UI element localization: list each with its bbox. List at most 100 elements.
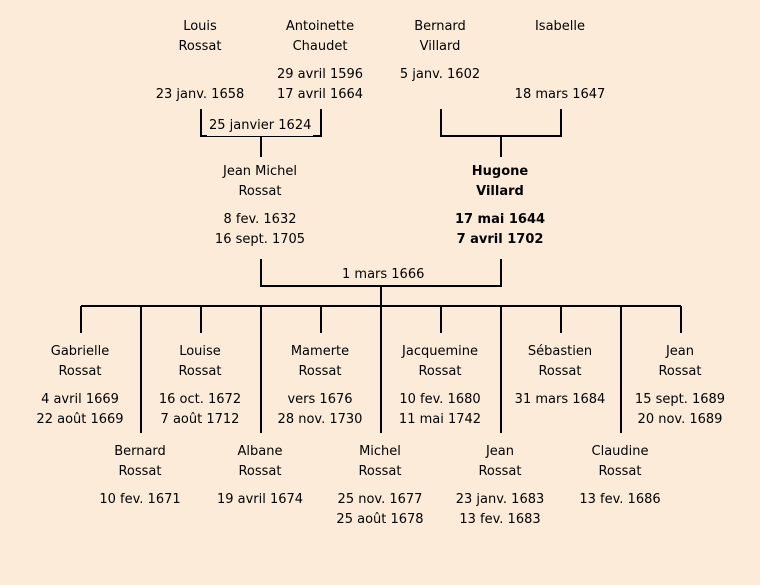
- birth-date: [130, 65, 270, 85]
- surname: Rossat: [178, 39, 222, 54]
- birth-date: 4 avril 1669: [41, 392, 119, 407]
- surname: Chaudet: [292, 39, 348, 54]
- death-date: [70, 510, 210, 530]
- dates: 4 avril 1669 22 août 1669: [10, 390, 150, 430]
- person-mamerte-rossat: Mamerte Rossat vers 1676 28 nov. 1730: [250, 342, 390, 430]
- dates: 25 nov. 1677 25 août 1678: [310, 490, 450, 530]
- death-date: 28 nov. 1730: [277, 412, 363, 427]
- death-date: [190, 510, 330, 530]
- dates: 5 janv. 1602: [370, 65, 510, 105]
- surname: Rossat: [238, 464, 282, 479]
- given-name: Gabrielle: [50, 344, 110, 359]
- birth-date: 10 fev. 1671: [99, 492, 181, 507]
- dates: vers 1676 28 nov. 1730: [250, 390, 390, 430]
- person-jean-rossat-1683: Jean Rossat 23 janv. 1683 13 fev. 1683: [430, 442, 570, 530]
- given-name: Bernard: [414, 19, 466, 34]
- dates: 10 fev. 1680 11 mai 1742: [370, 390, 510, 430]
- person-isabelle: Isabelle 18 mars 1647: [490, 17, 630, 105]
- given-name: Hugone: [471, 164, 529, 179]
- birth-date: 8 fev. 1632: [223, 212, 297, 227]
- person-jean-michel-rossat: Jean Michel Rossat 8 fev. 1632 16 sept. …: [190, 162, 330, 250]
- person-sebastien-rossat: Sébastien Rossat 31 mars 1684: [490, 342, 630, 430]
- death-date: 11 mai 1742: [398, 412, 482, 427]
- person-gabrielle-rossat: Gabrielle Rossat 4 avril 1669 22 août 16…: [10, 342, 150, 430]
- given-name: Louis: [183, 19, 217, 34]
- birth-date: vers 1676: [287, 392, 353, 407]
- dates: 31 mars 1684: [490, 390, 630, 430]
- person-albane-rossat: Albane Rossat 19 avril 1674: [190, 442, 330, 530]
- given-name: Mamerte: [290, 344, 350, 359]
- given-name: Jean: [665, 344, 695, 359]
- given-name: Jean Michel: [223, 164, 297, 179]
- surname: Rossat: [58, 364, 102, 379]
- given-name: Jean: [485, 444, 515, 459]
- given-name: Jacquemine: [402, 344, 478, 359]
- surname: Rossat: [358, 464, 402, 479]
- dates: 23 janv. 1683 13 fev. 1683: [430, 490, 570, 530]
- dates: 10 fev. 1671: [70, 490, 210, 530]
- surname: Rossat: [178, 364, 222, 379]
- death-date: [490, 410, 630, 430]
- given-name: Antoinette: [285, 19, 355, 34]
- death-date: 7 avril 1702: [456, 232, 544, 247]
- dates: 18 mars 1647: [490, 65, 630, 105]
- dates: 15 sept. 1689 20 nov. 1689: [610, 390, 750, 430]
- person-claudine-rossat: Claudine Rossat 13 fev. 1686: [550, 442, 690, 530]
- dates: 13 fev. 1686: [550, 490, 690, 530]
- person-louise-rossat: Louise Rossat 16 oct. 1672 7 août 1712: [130, 342, 270, 430]
- surname: Villard: [476, 184, 524, 199]
- dates: 17 mai 1644 7 avril 1702: [430, 210, 570, 250]
- surname: [490, 37, 630, 57]
- given-name: Louise: [179, 344, 221, 359]
- person-michel-rossat: Michel Rossat 25 nov. 1677 25 août 1678: [310, 442, 450, 530]
- birth-date: 19 avril 1674: [216, 492, 304, 507]
- surname: Rossat: [418, 364, 462, 379]
- surname: Rossat: [238, 184, 282, 199]
- death-date: 17 avril 1664: [276, 87, 364, 102]
- birth-date: 13 fev. 1686: [579, 492, 661, 507]
- surname: Rossat: [538, 364, 582, 379]
- birth-date: 17 mai 1644: [454, 212, 546, 227]
- dates: 19 avril 1674: [190, 490, 330, 530]
- person-louis-rossat: Louis Rossat 23 janv. 1658: [130, 17, 270, 105]
- death-date: 20 nov. 1689: [637, 412, 723, 427]
- person-hugone-villard: Hugone Villard 17 mai 1644 7 avril 1702: [430, 162, 570, 250]
- given-name: Sébastien: [527, 344, 593, 359]
- death-date: [370, 85, 510, 105]
- death-date: 25 août 1678: [336, 512, 424, 527]
- person-antoinette-chaudet: Antoinette Chaudet 29 avril 1596 17 avri…: [250, 17, 390, 105]
- death-date: 16 sept. 1705: [214, 232, 306, 247]
- given-name: Claudine: [591, 444, 649, 459]
- birth-date: 5 janv. 1602: [399, 67, 481, 82]
- dates: 29 avril 1596 17 avril 1664: [250, 65, 390, 105]
- death-date: 22 août 1669: [36, 412, 124, 427]
- dates: 8 fev. 1632 16 sept. 1705: [190, 210, 330, 250]
- birth-date: 23 janv. 1683: [455, 492, 545, 507]
- person-jean-rossat-1689: Jean Rossat 15 sept. 1689 20 nov. 1689: [610, 342, 750, 430]
- death-date: 18 mars 1647: [514, 87, 606, 102]
- given-name: Bernard: [114, 444, 166, 459]
- dates: 16 oct. 1672 7 août 1712: [130, 390, 270, 430]
- birth-date: 15 sept. 1689: [634, 392, 726, 407]
- marriage-date-louis-antoinette: 25 janvier 1624: [207, 116, 314, 136]
- death-date: 7 août 1712: [160, 412, 240, 427]
- person-bernard-rossat: Bernard Rossat 10 fev. 1671: [70, 442, 210, 530]
- birth-date: 25 nov. 1677: [337, 492, 423, 507]
- surname: Rossat: [478, 464, 522, 479]
- marriage-date-jean-michel-hugone: 1 mars 1666: [340, 265, 427, 285]
- given-name: Albane: [237, 444, 283, 459]
- birth-date: 16 oct. 1672: [158, 392, 242, 407]
- given-name: Michel: [359, 444, 401, 459]
- person-bernard-villard: Bernard Villard 5 janv. 1602: [370, 17, 510, 105]
- birth-date: 31 mars 1684: [514, 392, 606, 407]
- death-date: 13 fev. 1683: [459, 512, 541, 527]
- surname: Rossat: [598, 464, 642, 479]
- given-name: Isabelle: [534, 19, 586, 34]
- couple-line-bernard-isabelle: [440, 109, 562, 137]
- person-jacquemine-rossat: Jacquemine Rossat 10 fev. 1680 11 mai 17…: [370, 342, 510, 430]
- surname: Rossat: [658, 364, 702, 379]
- surname: Rossat: [298, 364, 342, 379]
- surname: Rossat: [118, 464, 162, 479]
